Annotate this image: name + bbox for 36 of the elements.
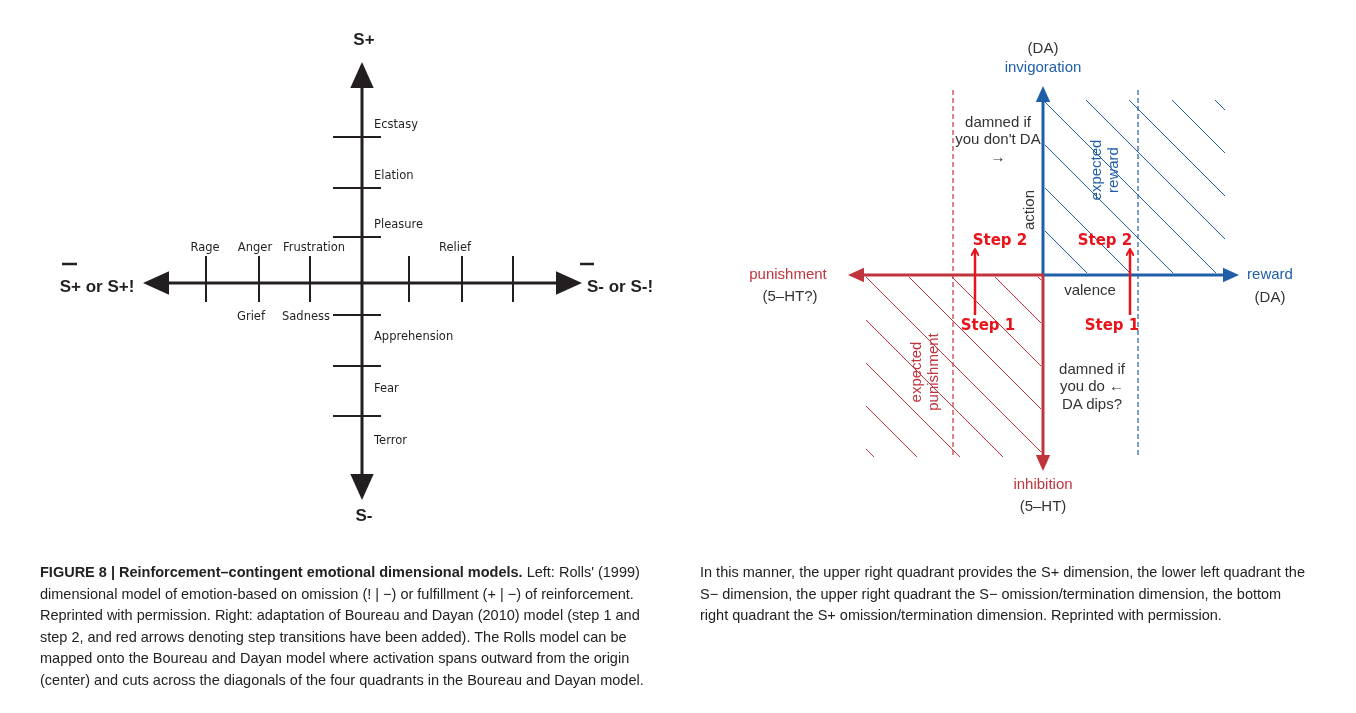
region-label: expected reward	[1086, 138, 1122, 203]
axis-label: S- or S-!	[586, 277, 654, 297]
annotation-text: damned if you do ← DA dips?	[1058, 360, 1126, 412]
emotion-label: Anger	[237, 241, 273, 255]
step-arrow	[970, 248, 980, 315]
axis-label: S+	[353, 30, 375, 50]
emotion-label: Frustration	[282, 241, 346, 255]
axis-label: (5–HT)	[1019, 497, 1067, 515]
emotion-label: Elation	[374, 169, 414, 183]
axis-label: (5–HT?)	[762, 287, 818, 305]
emotion-label: Terror	[374, 434, 407, 448]
axis-label: action	[1020, 190, 1038, 230]
step-label: Step 1	[960, 316, 1016, 334]
emotion-label: Fear	[374, 382, 399, 396]
axis-label: (DA)	[1027, 39, 1059, 57]
axis-label: (DA)	[1254, 288, 1286, 306]
figure-caption: FIGURE 8 | Reinforcement–contingent emotional dimensional models. Left: Rolls' (1999) dimensional model of emotion-based on omission (! | −) or fulfillment (+ | −) of reinforcement. Reprinted with permission. Right: adaptation of Boureau and Dayan (2010) model (step 1 and step 2, and red arrows denoting step transitions have been added). The Rolls model can be mapped onto the Boureau and Dayan model where activation spans outward from the origin (center) and cuts across the diagonals of the four quadrants in the Boureau and Dayan model. In this manner, the upper right quadrant provides the S+ dimension, the lower left quadrant the S− dimension, the upper right quadrant the S− omission/termination dimension, the bottom right quadrant the S+ omission/termination dimension. Reprinted with permission.	[40, 563, 1305, 690]
emotion-label: Ecstasy	[374, 118, 418, 132]
emotion-label: Pleasure	[374, 218, 424, 232]
axis-label: invigoration	[1004, 58, 1082, 76]
step-label: Step 2	[972, 231, 1028, 249]
axis-label: punishment	[749, 265, 827, 283]
step-label: Step 1	[1084, 316, 1140, 334]
emotion-label: Rage	[190, 241, 220, 255]
axis-label: S+ or S+!	[59, 277, 135, 297]
region-label: expected punishment	[906, 332, 942, 412]
axis-label: valence	[1064, 281, 1116, 299]
axis-label: S-	[355, 506, 373, 526]
axis-label: reward	[1247, 265, 1293, 283]
axis-label: inhibition	[1013, 475, 1073, 493]
emotion-label: Relief	[438, 241, 472, 255]
step-arrow	[1125, 248, 1135, 315]
emotion-label: Sadness	[282, 310, 330, 324]
emotion-label: Grief	[237, 310, 265, 324]
emotion-label: Apprehension	[374, 330, 454, 344]
annotation-text: damned if you don't DA →	[955, 113, 1041, 165]
